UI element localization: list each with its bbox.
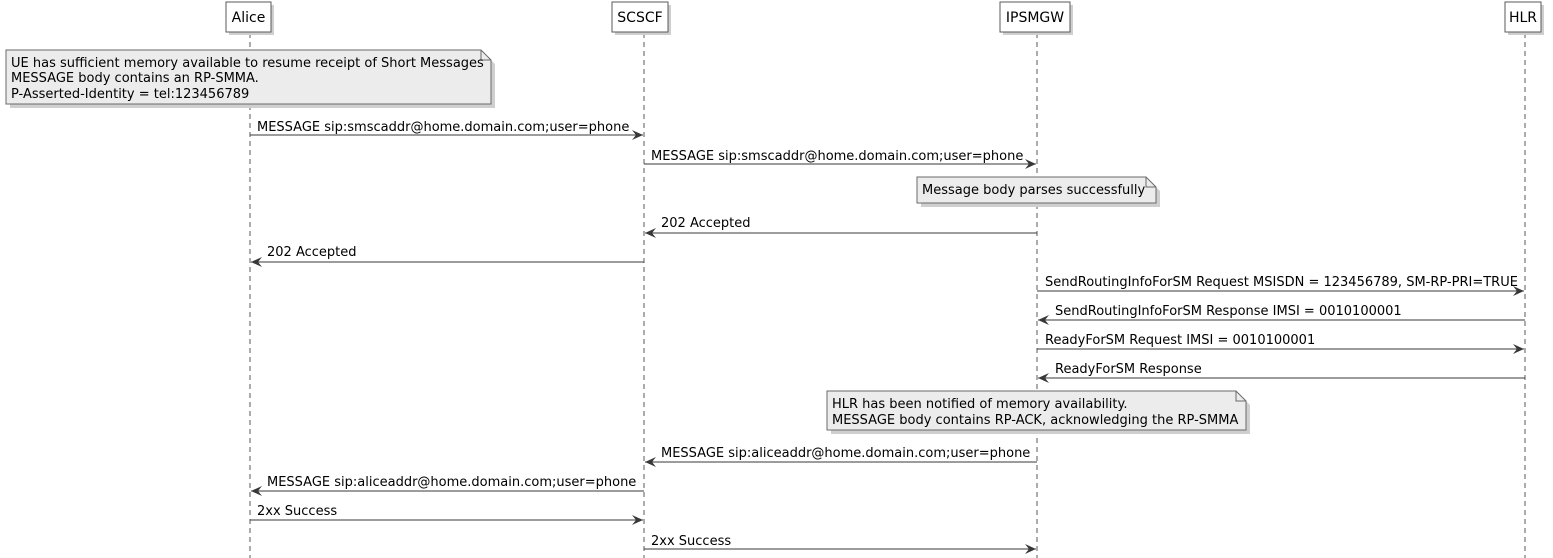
note-ue-memory-line-3: P-Asserted-Identity = tel:123456789 <box>11 87 249 102</box>
message-10-label: MESSAGE sip:aliceaddr@home.domain.com;us… <box>267 475 636 490</box>
message-4: 202 Accepted <box>251 245 644 267</box>
message-2-label: MESSAGE sip:smscaddr@home.domain.com;use… <box>651 149 1023 164</box>
participant-label-alice: Alice <box>232 10 266 26</box>
message-12-label: 2xx Success <box>651 534 731 549</box>
message-6-label: SendRoutingInfoForSM Response IMSI = 001… <box>1055 304 1402 319</box>
message-9: MESSAGE sip:aliceaddr@home.domain.com;us… <box>645 446 1037 467</box>
message-11: 2xx Success <box>250 504 643 525</box>
message-9-label: MESSAGE sip:aliceaddr@home.domain.com;us… <box>661 446 1030 461</box>
message-11-label: 2xx Success <box>257 504 337 519</box>
participant-alice: Alice <box>225 1 274 35</box>
participant-label-scscf: SCSCF <box>617 10 662 26</box>
participant-label-ipsmgw: IPSMGW <box>1006 10 1064 26</box>
message-8-label: ReadyForSM Response <box>1055 362 1202 377</box>
message-4-label: 202 Accepted <box>267 245 357 260</box>
message-7: ReadyForSM Request IMSI = 0010100001 <box>1037 333 1524 354</box>
note-ue-memory-line-2: MESSAGE body contains an RP-SMMA. <box>11 71 259 86</box>
note-hlr-notified-line-1: HLR has been notified of memory availabi… <box>832 397 1127 412</box>
message-8: ReadyForSM Response <box>1038 362 1525 383</box>
message-10: MESSAGE sip:aliceaddr@home.domain.com;us… <box>251 475 644 496</box>
participant-hlr: HLR <box>1504 1 1544 35</box>
message-12: 2xx Success <box>644 534 1036 554</box>
note-ue-memory: UE has sufficient memory available to re… <box>5 49 495 108</box>
lifelines <box>249 33 1526 558</box>
note-body-parses: Message body parses successfully <box>916 176 1160 207</box>
participant-scscf: SCSCF <box>611 1 671 35</box>
message-1: MESSAGE sip:smscaddr@home.domain.com;use… <box>250 120 643 140</box>
message-3: 202 Accepted <box>645 216 1037 238</box>
message-7-label: ReadyForSM Request IMSI = 0010100001 <box>1045 333 1315 348</box>
message-1-label: MESSAGE sip:smscaddr@home.domain.com;use… <box>257 120 629 135</box>
note-body-parses-line-1: Message body parses successfully <box>922 183 1146 198</box>
participant-ipsmgw: IPSMGW <box>999 1 1073 35</box>
note-hlr-notified-line-2: MESSAGE body contains RP-ACK, acknowledg… <box>832 413 1238 428</box>
note-ue-memory-line-1: UE has sufficient memory available to re… <box>11 56 484 71</box>
message-2: MESSAGE sip:smscaddr@home.domain.com;use… <box>644 149 1036 169</box>
participant-label-hlr: HLR <box>1509 10 1537 26</box>
message-3-label: 202 Accepted <box>661 216 751 231</box>
message-6: SendRoutingInfoForSM Response IMSI = 001… <box>1038 304 1525 325</box>
message-5-label: SendRoutingInfoForSM Request MSISDN = 12… <box>1045 275 1518 290</box>
note-hlr-notified: HLR has been notified of memory availabi… <box>826 390 1250 434</box>
message-5: SendRoutingInfoForSM Request MSISDN = 12… <box>1037 275 1524 296</box>
